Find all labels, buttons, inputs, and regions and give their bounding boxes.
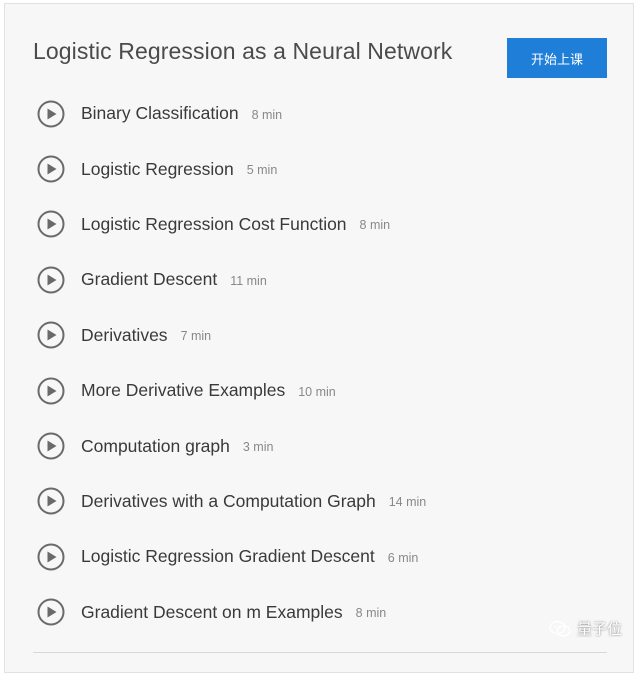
lesson-duration: 10 min [298, 384, 336, 399]
lesson-title: Derivatives [81, 324, 168, 345]
watermark: 量子位 [549, 618, 622, 639]
lesson-title: Logistic Regression [81, 158, 234, 179]
lesson-title: Gradient Descent [81, 269, 218, 290]
lesson-item[interactable]: Logistic Regression Cost Function 8 min [37, 197, 607, 252]
lesson-item[interactable]: Binary Classification 8 min [37, 86, 607, 141]
lesson-item[interactable]: Logistic Regression 5 min [37, 141, 607, 196]
lesson-duration: 14 min [388, 495, 427, 510]
play-icon [37, 321, 65, 349]
start-class-button[interactable]: 开始上课 [507, 38, 607, 78]
lesson-title: More Derivative Examples [81, 380, 286, 401]
play-icon [37, 543, 65, 571]
lesson-duration: 11 min [230, 273, 267, 288]
lesson-duration: 8 min [359, 218, 391, 233]
lesson-title: Computation graph [81, 435, 230, 456]
course-section-card: Logistic Regression as a Neural Network … [4, 3, 634, 673]
play-icon [37, 100, 65, 128]
play-icon [37, 155, 65, 183]
lesson-item[interactable]: Gradient Descent on m Examples 8 min [37, 585, 607, 640]
play-icon [37, 266, 65, 294]
lesson-duration: 6 min [387, 550, 419, 565]
section-divider [33, 652, 607, 653]
lesson-item[interactable]: More Derivative Examples 10 min [37, 363, 607, 418]
play-icon [37, 432, 65, 460]
play-icon [37, 377, 65, 405]
play-icon [37, 210, 65, 238]
section-title: Logistic Regression as a Neural Network [33, 38, 453, 64]
wechat-icon [549, 620, 571, 637]
lesson-list: Binary Classification 8 min Logistic Reg… [37, 86, 607, 640]
watermark-text: 量子位 [576, 620, 622, 638]
lesson-item[interactable]: Computation graph 3 min [37, 418, 607, 473]
lesson-duration: 7 min [180, 329, 212, 344]
lesson-title: Derivatives with a Computation Graph [81, 490, 376, 511]
lesson-item[interactable]: Derivatives 7 min [37, 308, 607, 363]
lesson-duration: 5 min [246, 163, 278, 178]
lesson-title: Gradient Descent on m Examples [81, 601, 343, 622]
lesson-title: Logistic Regression Cost Function [81, 213, 347, 234]
lesson-duration: 8 min [355, 606, 387, 621]
lesson-item[interactable]: Derivatives with a Computation Graph 14 … [37, 474, 607, 529]
lesson-duration: 8 min [251, 107, 283, 122]
lesson-item[interactable]: Gradient Descent 11 min [37, 252, 607, 307]
lesson-title: Logistic Regression Gradient Descent [81, 546, 375, 567]
lesson-duration: 3 min [242, 440, 274, 455]
lesson-title: Binary Classification [81, 103, 239, 124]
play-icon [37, 487, 65, 515]
lesson-item[interactable]: Logistic Regression Gradient Descent 6 m… [37, 529, 607, 584]
play-icon [37, 598, 65, 626]
section-header: Logistic Regression as a Neural Network … [33, 38, 607, 78]
